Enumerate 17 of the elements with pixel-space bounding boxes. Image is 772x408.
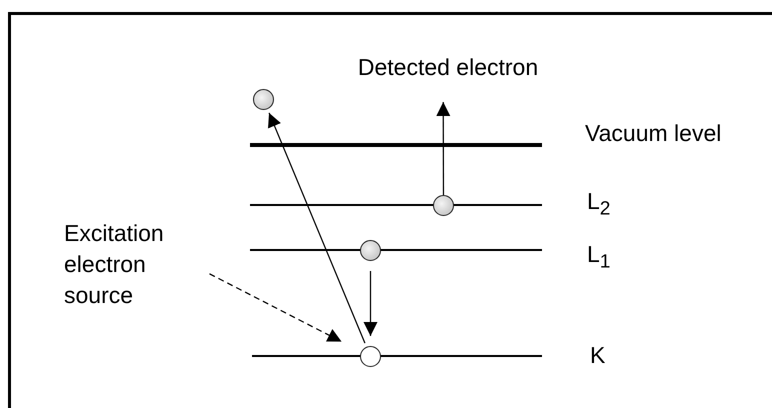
arrow	[364, 271, 378, 336]
caption-text: Detected electron	[356, 53, 540, 82]
arrow	[268, 112, 366, 344]
electron-circle	[253, 89, 274, 110]
level-label: L$_{2}$	[587, 187, 610, 222]
source-label: Excitation electron source	[64, 219, 165, 310]
level-label: L$_{1}$	[587, 240, 610, 275]
energy-level-line	[252, 355, 542, 357]
arrow	[209, 273, 342, 342]
electron-circle	[433, 195, 454, 216]
energy-level-line	[250, 249, 542, 251]
level-label: K	[590, 341, 606, 369]
hole-circle	[360, 346, 381, 367]
level-label: Vacuum level	[585, 119, 722, 147]
electron-circle	[360, 240, 381, 261]
arrow	[436, 102, 450, 195]
energy-level-line	[250, 204, 542, 206]
